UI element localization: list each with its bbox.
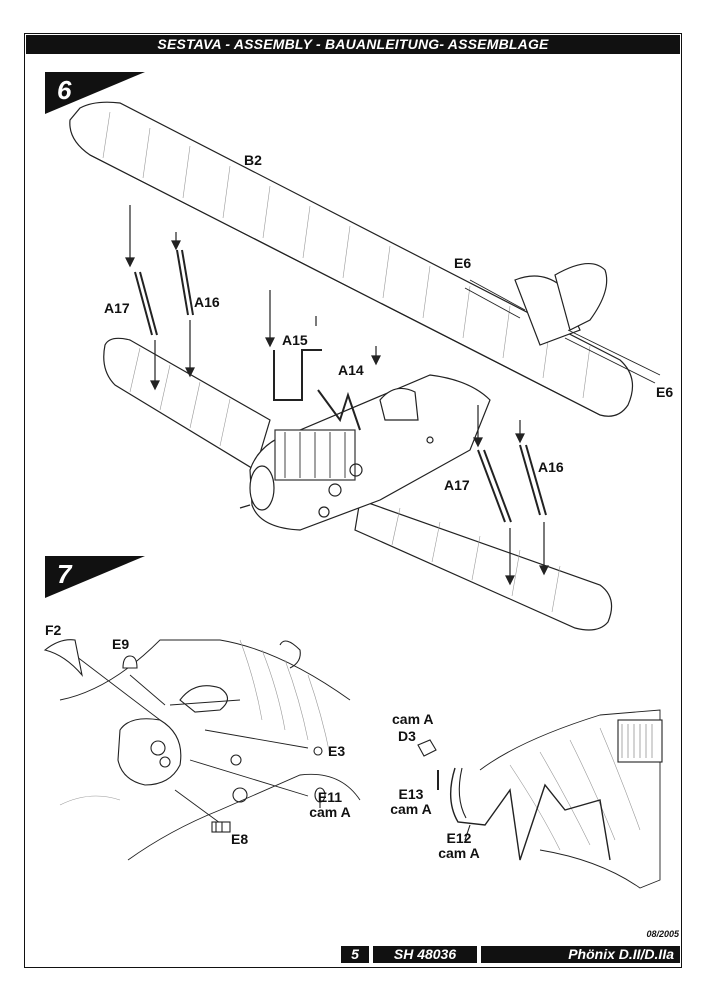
label-a15: A15 bbox=[282, 332, 308, 348]
label-e11-group: E11 cam A bbox=[303, 790, 357, 820]
interplane-struts bbox=[134, 249, 547, 523]
label-a14: A14 bbox=[338, 362, 364, 378]
part-e8 bbox=[211, 821, 231, 833]
label-a17-right: A17 bbox=[444, 477, 470, 493]
label-a16-right: A16 bbox=[538, 459, 564, 475]
label-e6-top: E6 bbox=[454, 255, 472, 271]
print-date: 08/2005 bbox=[646, 929, 679, 939]
model-name-box: Phönix D.II/D.IIa bbox=[481, 946, 680, 963]
part-f2 bbox=[43, 639, 83, 677]
part-e3 bbox=[313, 746, 323, 756]
label-e13-note: cam A bbox=[390, 801, 432, 817]
label-e12-group: E12 cam A bbox=[432, 831, 486, 861]
kit-code-box: SH 48036 bbox=[373, 946, 477, 963]
label-e8: E8 bbox=[231, 831, 249, 847]
upper-wing bbox=[69, 101, 634, 417]
label-e3: E3 bbox=[328, 743, 346, 759]
header-bar: SESTAVA - ASSEMBLY - BAUANLEITUNG- ASSEM… bbox=[26, 35, 680, 54]
label-e13: E13 bbox=[398, 786, 424, 802]
label-d3-note: cam A bbox=[392, 711, 434, 727]
tail-unit bbox=[514, 263, 608, 346]
kit-code: SH 48036 bbox=[393, 946, 457, 962]
page-frame bbox=[24, 33, 682, 968]
lower-right-wing bbox=[354, 499, 613, 631]
lower-left-wing bbox=[103, 337, 271, 471]
label-d3: D3 bbox=[398, 728, 416, 744]
model-name: Phönix D.II/D.IIa bbox=[568, 946, 674, 962]
step-7-badge: 7 bbox=[45, 556, 145, 598]
fuselage bbox=[239, 374, 491, 531]
label-a16-left: A16 bbox=[194, 294, 220, 310]
label-a17-left: A17 bbox=[104, 300, 130, 316]
label-e6-right: E6 bbox=[656, 384, 674, 400]
page-number-box: 5 bbox=[341, 946, 369, 963]
part-e9 bbox=[122, 655, 138, 669]
strut-arrows bbox=[125, 205, 549, 586]
e6-rigging bbox=[464, 279, 661, 384]
e12-rigging-leader bbox=[464, 824, 471, 841]
step-7-leaders bbox=[67, 649, 309, 824]
part-d3 bbox=[417, 739, 437, 757]
step-7-number: 7 bbox=[57, 559, 72, 589]
part-e11 bbox=[314, 787, 326, 808]
step-6-number: 6 bbox=[57, 75, 72, 105]
page-title: SESTAVA - ASSEMBLY - BAUANLEITUNG- ASSEM… bbox=[157, 36, 549, 52]
label-e11-note: cam A bbox=[309, 804, 351, 820]
wing-rigging-detail bbox=[450, 709, 663, 889]
page-number: 5 bbox=[351, 946, 359, 962]
label-e13-group: E13 cam A bbox=[384, 787, 438, 817]
label-e11: E11 bbox=[317, 789, 343, 805]
step-6-badge: 6 bbox=[45, 72, 145, 114]
label-e12: E12 bbox=[446, 830, 472, 846]
label-e12-note: cam A bbox=[438, 845, 480, 861]
label-e9: E9 bbox=[112, 636, 130, 652]
cockpit-fuselage-detail bbox=[59, 639, 361, 861]
label-f2: F2 bbox=[45, 622, 62, 638]
label-b2: B2 bbox=[244, 152, 262, 168]
